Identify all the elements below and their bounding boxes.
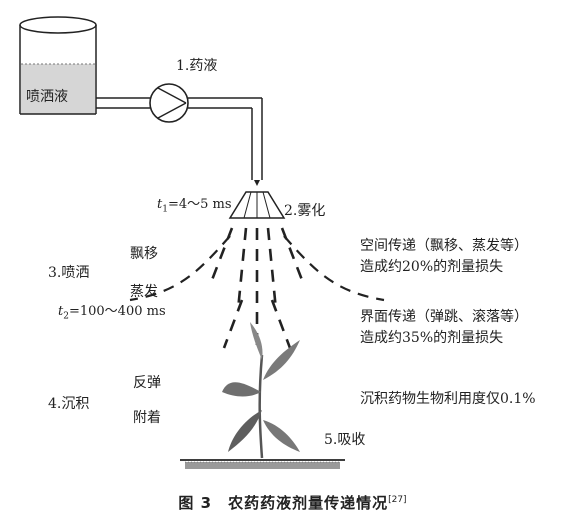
evaporation-label: 蒸发 <box>130 284 158 300</box>
space-transfer-line2: 造成约20%的剂量损失 <box>360 259 504 275</box>
step3-label: 3.喷洒 <box>48 265 90 281</box>
step2-label: 2.雾化 <box>284 203 326 219</box>
nozzle <box>228 180 286 219</box>
drift-label: 飘移 <box>130 246 158 262</box>
adhesion-label: 附着 <box>133 410 161 426</box>
interface-transfer-line1: 界面传递（弹跳、滚落等） <box>360 309 528 325</box>
space-transfer-line1: 空间传递（飘移、蒸发等） <box>360 238 528 254</box>
t2-label: t2=100～400 ms <box>58 304 166 322</box>
interface-transfer-line2: 造成约35%的剂量损失 <box>360 330 504 346</box>
rebound-label: 反弹 <box>133 375 161 391</box>
step5-label: 5.吸收 <box>324 432 366 448</box>
tank-label: 喷洒液 <box>26 89 68 105</box>
drift-curves <box>129 235 385 302</box>
spray-streams <box>210 227 304 350</box>
spray-tank <box>19 16 97 115</box>
step1-label: 1.药液 <box>176 58 218 74</box>
figure-caption: 图 3 农药药液剂量传递情况[27] <box>178 494 407 512</box>
pump-icon <box>149 83 189 123</box>
plant-icon <box>222 322 300 459</box>
t1-label: t1=4～5 ms <box>157 197 232 215</box>
ground <box>180 459 345 469</box>
step4-label: 4.沉积 <box>48 396 90 412</box>
pipe <box>96 97 263 180</box>
utilization-label: 沉积药物生物利用度仅0.1% <box>360 391 536 407</box>
